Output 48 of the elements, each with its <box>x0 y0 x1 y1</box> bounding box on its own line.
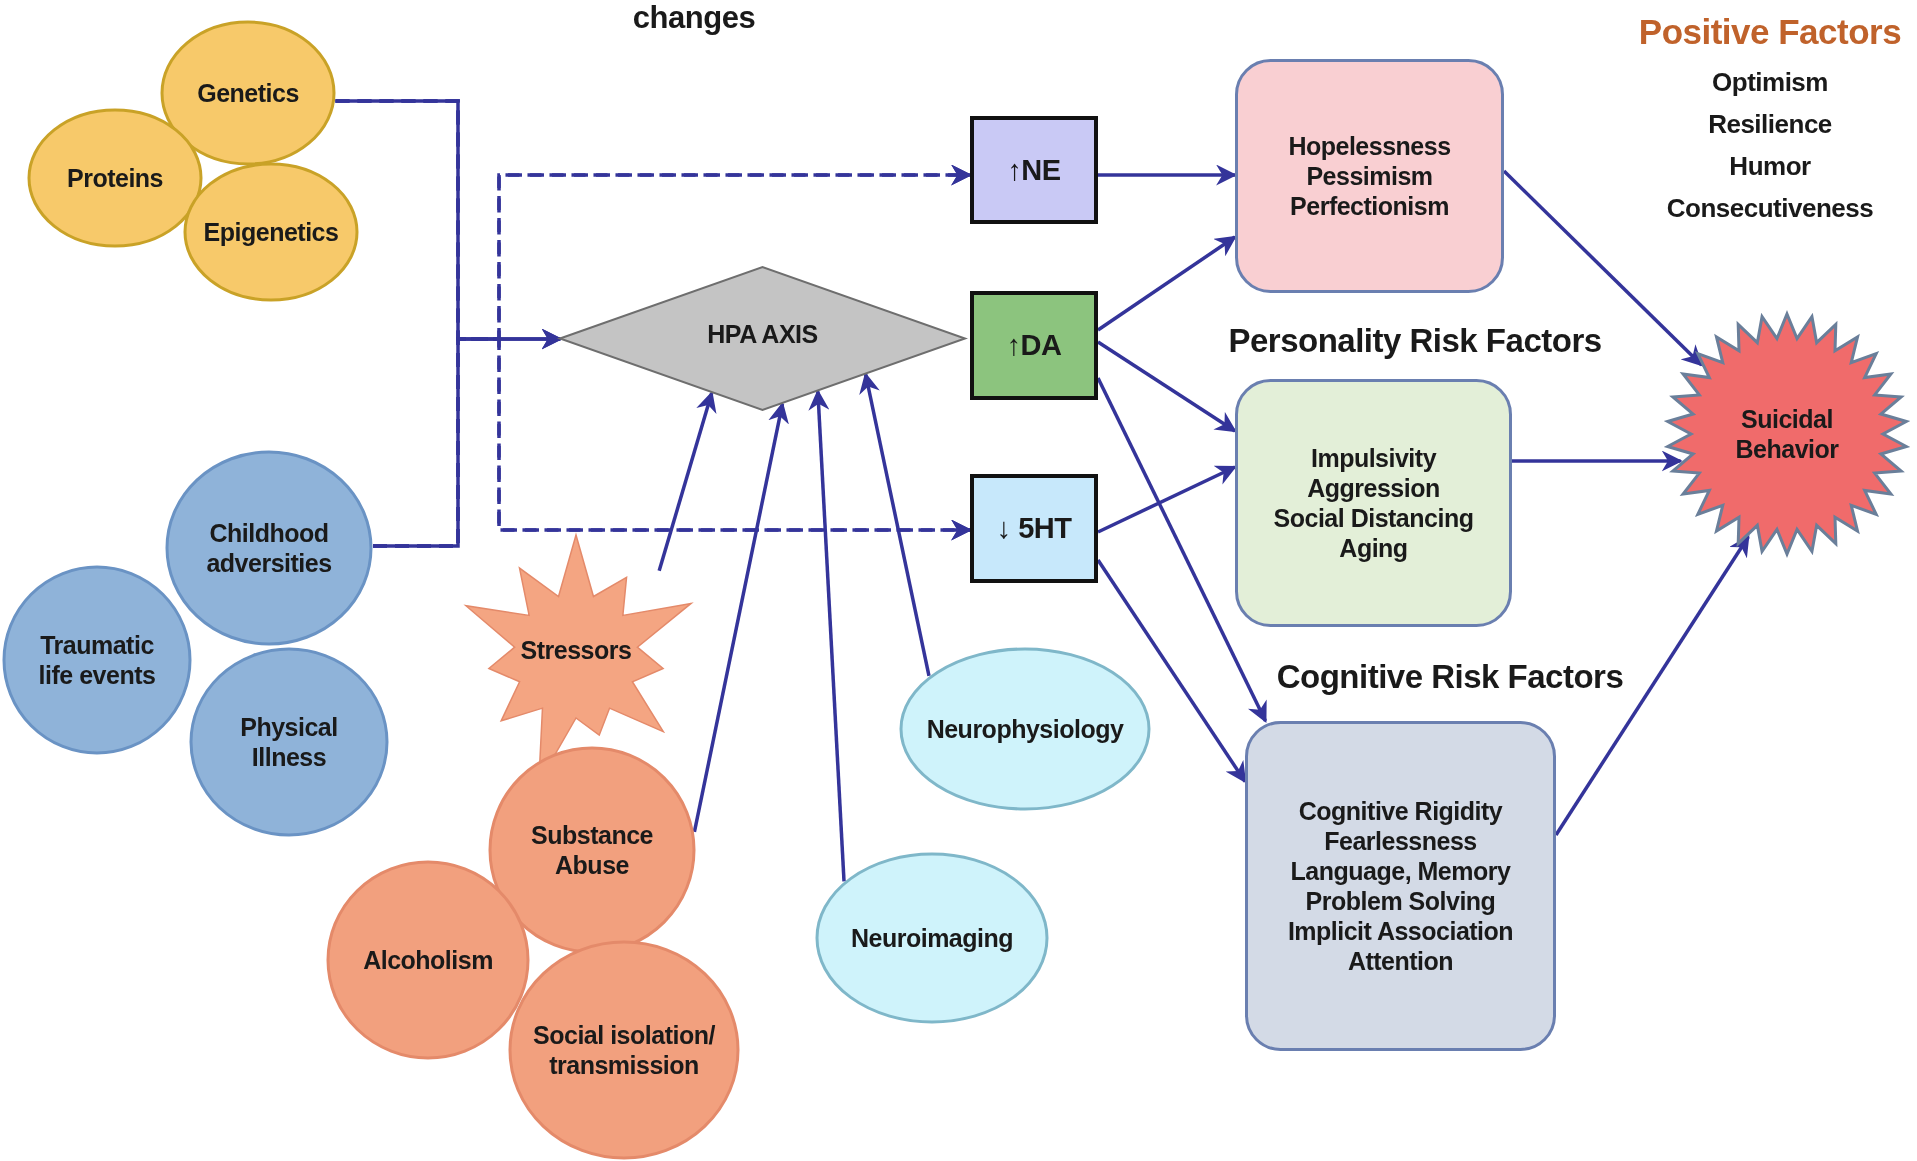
heading-text: changes <box>631 0 757 36</box>
node-label: ↓ 5HT <box>996 511 1072 546</box>
list-item: Perfectionism <box>1290 191 1449 221</box>
arrow <box>657 390 717 572</box>
list-item: Consecutiveness <box>1665 194 1875 224</box>
node-label: HPA AXIS <box>707 318 818 349</box>
list-item: Attention <box>1347 946 1454 976</box>
node-label: Genetics <box>197 78 299 108</box>
arrow <box>808 389 846 882</box>
node-label: ↑DA <box>1006 328 1062 363</box>
node-label: ↑NE <box>1007 152 1061 188</box>
node-label: Alcoholism <box>363 945 493 975</box>
node-label: Neurophysiology <box>926 714 1124 744</box>
arrow <box>1097 340 1237 433</box>
node-label: Substance Abuse <box>530 820 654 880</box>
list-item: Hopelessness <box>1288 131 1451 161</box>
node-label: Social isolation/ transmission <box>532 1020 716 1080</box>
arrow <box>1512 450 1683 472</box>
list-item: Fearlessness <box>1324 826 1477 856</box>
list-item: Optimism <box>1711 68 1829 98</box>
list-item: Humor <box>1728 152 1812 182</box>
section-heading: Personality Risk Factors <box>1227 322 1603 360</box>
list-item: Problem Solving <box>1305 886 1496 916</box>
list-item: Language, Memory <box>1290 856 1511 886</box>
section-heading: Positive Factors <box>1637 12 1903 53</box>
arrow <box>1097 235 1237 332</box>
arrow <box>1097 465 1237 534</box>
list-item: Pessimism <box>1306 161 1433 191</box>
section-heading: Cognitive Risk Factors <box>1275 658 1625 696</box>
arrow <box>1554 535 1750 836</box>
list-item: Cognitive Rigidity <box>1298 796 1503 826</box>
node-label: Neuroimaging <box>850 923 1014 953</box>
list-item: Implicit Association <box>1287 916 1514 946</box>
node-label: Childhood adversities <box>205 518 333 578</box>
node-label: Epigenetics <box>203 217 339 247</box>
list-item: Social Distancing <box>1273 503 1474 533</box>
list-item: Aging <box>1339 533 1408 563</box>
list-item: Impulsivity <box>1310 443 1437 473</box>
list-item: Aggression <box>1307 473 1440 503</box>
arrow <box>692 401 789 833</box>
node-label: Stressors <box>520 635 632 665</box>
node-label: Suicidal Behavior <box>1734 404 1840 464</box>
node-label: Proteins <box>67 163 163 193</box>
node-label: Traumatic life events <box>37 630 157 690</box>
arrow <box>859 372 931 677</box>
arrow <box>1502 169 1704 367</box>
node-label: Physical Illness <box>239 712 339 772</box>
list-item: Resilience <box>1707 110 1833 140</box>
